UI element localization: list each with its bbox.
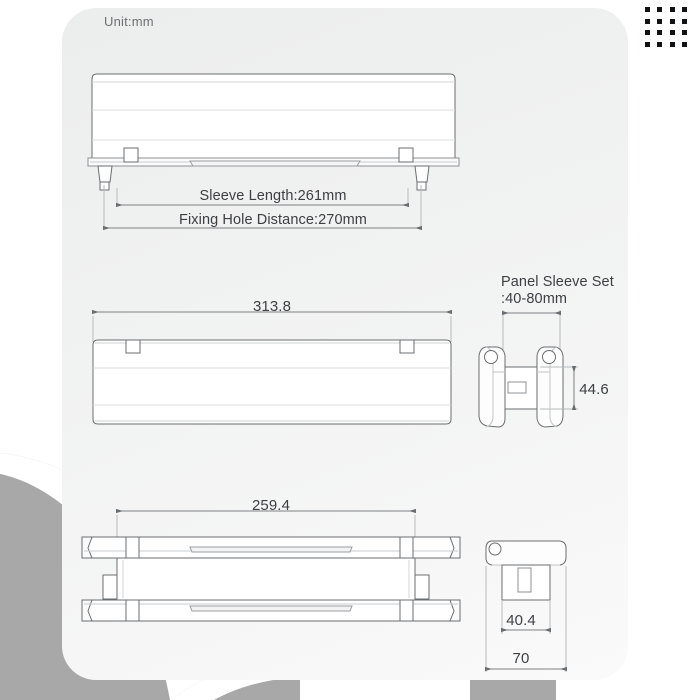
grid-dot (669, 18, 675, 24)
panel-sleeve-set-title: Panel Sleeve Set (501, 274, 614, 290)
side-view-group (478, 310, 578, 428)
grid-dot (681, 7, 687, 12)
grid-dot (669, 41, 675, 47)
grid-dot (669, 30, 675, 35)
panel-sleeve-set-range: :40-80mm (501, 291, 568, 307)
dim-label-bracket-inner-width: 40.4 (506, 612, 536, 629)
grid-dot (681, 41, 687, 47)
grid-dot (669, 7, 675, 12)
grid-dot (657, 18, 663, 24)
grid-dot (645, 41, 650, 47)
grid-dot (657, 41, 663, 47)
dim-label-bracket-outer-width: 70 (512, 650, 530, 667)
dot-grid (645, 7, 694, 53)
bracket-view-group (485, 540, 567, 672)
grid-dot (645, 7, 650, 12)
dim-label-sleeve-height: 44.6 (579, 381, 609, 398)
dim-label-fixing-hole: Fixing Hole Distance:270mm (179, 212, 367, 228)
grid-dot (645, 30, 650, 35)
dim-label-inner-length: 259.4 (251, 497, 291, 514)
grid-dot (681, 18, 687, 24)
bottom-view-group (81, 508, 461, 622)
unit-label: Unit:mm (104, 14, 154, 29)
top-view-group (92, 309, 452, 425)
grid-dot (657, 30, 663, 35)
grid-dot (645, 18, 650, 24)
grid-dot (657, 7, 663, 12)
dim-label-overall-length: 313.8 (252, 298, 292, 315)
grid-dot (681, 30, 687, 35)
front-view-group (87, 73, 460, 191)
dim-label-sleeve-length: Sleeve Length:261mm (199, 188, 347, 204)
